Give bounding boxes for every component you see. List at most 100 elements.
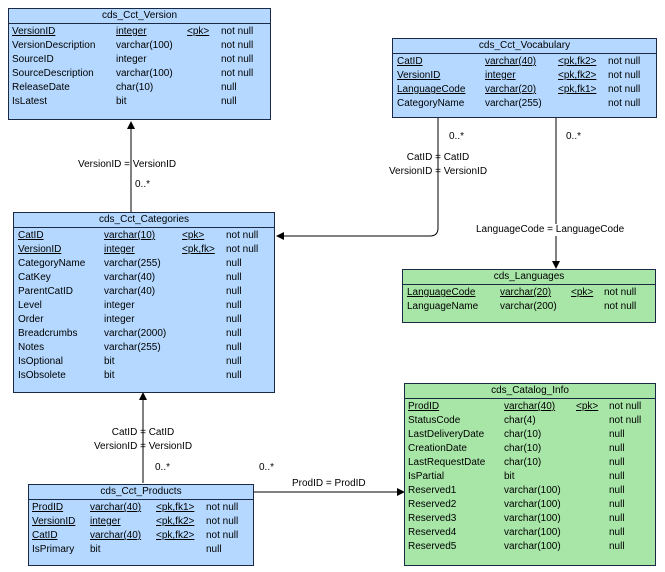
join-label-prod-cat-2: VersionID = VersionID <box>93 441 193 452</box>
column-name: Reserved2 <box>408 499 457 510</box>
column-name: VersionID <box>32 516 76 527</box>
column-key: <pk> <box>187 26 210 37</box>
column-type: integer <box>104 244 135 255</box>
column-nullability: null <box>609 485 625 496</box>
column-row[interactable]: IsPartial bit null <box>405 470 655 484</box>
column-name: IsPartial <box>408 471 445 482</box>
column-type: integer <box>116 54 147 65</box>
column-nullability: null <box>609 471 625 482</box>
column-key: <pk,fk2> <box>156 530 195 541</box>
column-type: varchar(20) <box>500 287 552 298</box>
column-type: varchar(20) <box>485 84 537 95</box>
column-type: bit <box>504 471 515 482</box>
column-key: <pk,fk1> <box>558 84 597 95</box>
column-nullability: not null <box>608 84 641 95</box>
column-name: LanguageCode <box>407 287 476 298</box>
column-type: varchar(100) <box>116 68 173 79</box>
column-type: varchar(10) <box>104 230 156 241</box>
column-name: Notes <box>18 342 45 353</box>
column-name: CatID <box>32 530 58 541</box>
column-nullability: null <box>221 82 237 93</box>
column-name: Reserved5 <box>408 541 457 552</box>
column-type: varchar(255) <box>485 98 542 109</box>
column-nullability: not null <box>604 301 637 312</box>
cardinality-vocab-cat: 0..* <box>449 131 465 142</box>
column-name: IsLatest <box>12 96 48 107</box>
column-name: VersionID <box>18 244 62 255</box>
column-nullability: null <box>609 527 625 538</box>
column-name: LanguageName <box>407 301 479 312</box>
join-label-vocab-lang: LanguageCode = LanguageCode <box>476 224 625 236</box>
column-type: varchar(40) <box>504 401 556 412</box>
column-type: varchar(2000) <box>104 328 167 339</box>
column-type: bit <box>90 544 101 555</box>
column-name: Breadcrumbs <box>18 328 78 339</box>
cardinality-prod-cat: 0..* <box>155 462 171 473</box>
column-nullability: null <box>609 443 625 454</box>
cardinality-cat-version: 0..* <box>135 179 151 190</box>
column-name: IsOptional <box>18 356 64 367</box>
column-type: varchar(40) <box>104 286 156 297</box>
column-type: bit <box>116 96 127 107</box>
entity-title: cds_Cct_Version <box>9 9 270 24</box>
column-type: char(10) <box>116 82 154 93</box>
column-name: SourceID <box>12 54 54 65</box>
column-nullability: not null <box>206 502 239 513</box>
column-nullability: not null <box>226 244 259 255</box>
column-nullability: not null <box>609 415 642 426</box>
column-type: integer <box>104 300 135 311</box>
cardinality-vocab-lang: 0..* <box>566 131 582 142</box>
column-name: CatID <box>397 56 423 67</box>
column-nullability: null <box>206 544 222 555</box>
column-type: varchar(100) <box>504 541 561 552</box>
column-name: IsObsolete <box>18 370 66 381</box>
column-nullability: null <box>609 499 625 510</box>
